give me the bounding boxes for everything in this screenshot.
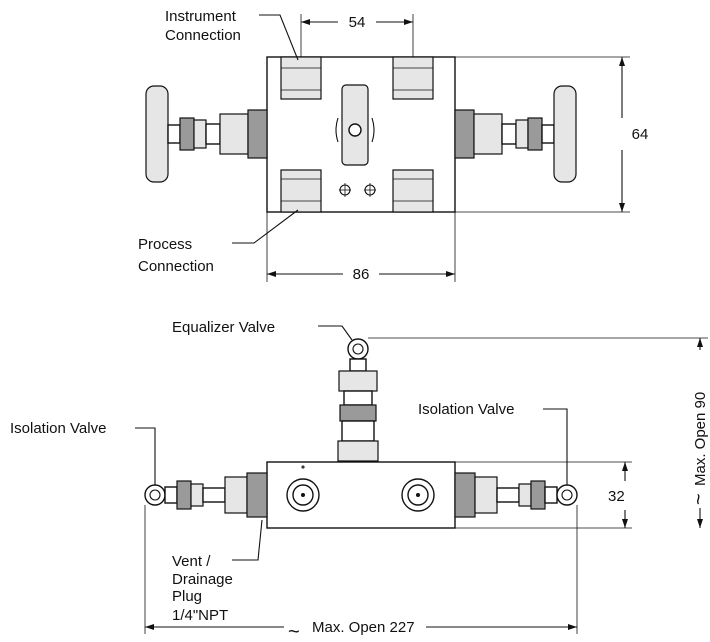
process-connection-label-line2: Connection xyxy=(138,258,214,275)
top-right-valve xyxy=(454,85,577,183)
isolation-valve-left-label: Isolation Valve xyxy=(10,420,106,437)
isolation-left-leader xyxy=(135,427,156,485)
dim-max-open-227-label: Max. Open 227 xyxy=(312,619,415,636)
top-view: 54 64 86 Instrument Connection Process C… xyxy=(138,8,648,283)
equalizer-valve-label: Equalizer Valve xyxy=(172,319,275,336)
process-leader xyxy=(232,209,299,244)
dim-vertical-tilde: ~ xyxy=(688,493,710,505)
dim-32-label: 32 xyxy=(608,488,625,505)
dim-max-open-90: Max. Open 90 ~ xyxy=(368,337,710,528)
vent-plug-label-line1: Vent / xyxy=(172,553,211,570)
dim-54-label: 54 xyxy=(349,14,366,31)
dim-86-label: 86 xyxy=(353,266,370,283)
dim-horizontal-tilde: ~ xyxy=(288,621,300,642)
front-port-right xyxy=(401,478,435,512)
isolation-valve-left xyxy=(144,472,268,518)
dim-max-open-227: ~ Max. Open 227 xyxy=(144,505,578,642)
vent-plug-label-line2: Drainage xyxy=(172,571,233,588)
process-connection-label-line1: Process xyxy=(138,236,192,253)
instrument-port-left xyxy=(280,56,322,100)
process-port-left xyxy=(280,169,322,213)
dim-64-label: 64 xyxy=(632,126,649,143)
vent-plug-label-line4: 1/4"NPT xyxy=(172,607,228,624)
top-equalizer-handle xyxy=(335,84,375,166)
dim-max-open-90-label: Max. Open 90 xyxy=(692,392,709,486)
instrument-connection-label-line2: Connection xyxy=(165,27,241,44)
isolation-right-leader xyxy=(543,408,568,485)
isolation-valve-right-label: Isolation Valve xyxy=(418,401,514,418)
instrument-leader xyxy=(259,14,299,61)
dim-32: 32 xyxy=(455,461,632,529)
dim-86: 86 xyxy=(266,212,456,283)
front-view: 32 Max. Open 90 ~ ~ Max. Open 227 Equali… xyxy=(10,319,710,642)
mounting-holes xyxy=(339,183,376,197)
dim-54: 54 xyxy=(300,14,414,57)
process-port-right xyxy=(392,169,434,213)
top-left-valve xyxy=(145,85,268,183)
front-port-left xyxy=(286,465,320,512)
equalizer-leader xyxy=(318,325,353,341)
vent-plug-label-line3: Plug xyxy=(172,588,202,605)
instrument-port-right xyxy=(392,56,434,100)
isolation-valve-right xyxy=(454,472,578,518)
instrument-connection-label-line1: Instrument xyxy=(165,8,237,25)
equalizer-valve xyxy=(337,338,379,462)
dim-64: 64 xyxy=(455,56,649,213)
vent-leader xyxy=(232,519,263,561)
